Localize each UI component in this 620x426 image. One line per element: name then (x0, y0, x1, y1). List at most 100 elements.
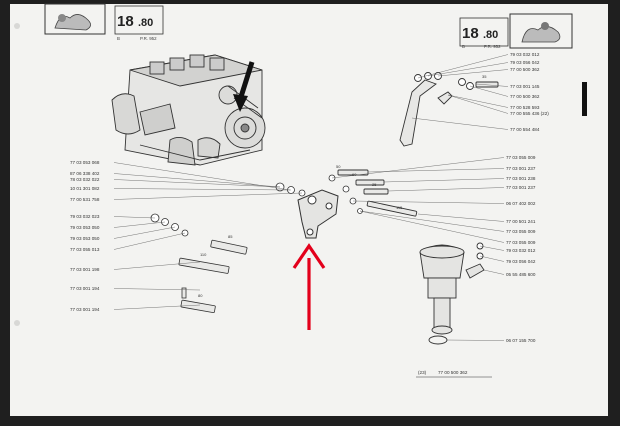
header-code-box (114, 5, 164, 35)
footer-reference: (23) 77 00 500 362 (416, 370, 492, 378)
leader-line (417, 54, 509, 79)
leader-line (475, 83, 509, 87)
leader-line (113, 261, 201, 270)
engine-thumbnail-icon (541, 22, 549, 30)
leader-line (445, 339, 505, 341)
engine-thumbnail-icon (521, 26, 561, 43)
leader-line (113, 288, 201, 291)
red-arrow-icon (292, 243, 326, 330)
leader-line (359, 210, 505, 243)
left-fasteners (150, 213, 248, 314)
left-part-number: 79 03 053 050 (70, 236, 100, 241)
left-part-number: 10 01 301 082 (70, 186, 100, 191)
header-code-box (459, 17, 509, 47)
binder-hole (14, 23, 20, 29)
header-left: 18 .80 B P.R. 952 (44, 3, 164, 41)
footer-ref: (23) (418, 370, 427, 375)
engine-thumbnail-icon (58, 14, 66, 22)
leader-line (359, 210, 505, 232)
section-tab (582, 82, 587, 116)
mid-right-part-number: 06 07 155 700 (506, 338, 536, 343)
top-right-part-number: 77 00 528 593 (510, 105, 540, 110)
leader-line (331, 157, 505, 179)
leader-line (113, 192, 303, 200)
header-thumbnail-box (44, 3, 106, 35)
left-part-number: 77 03 053 068 (70, 160, 100, 165)
top-right-part-number: 77 00 554 484 (510, 127, 540, 132)
top-right-part-number: 77 00 500 362 (510, 94, 540, 99)
leader-line (483, 269, 505, 275)
mid-right-part-number: 77 03 055 009 (506, 240, 536, 245)
leader-line (113, 188, 292, 191)
footer-number: 77 00 500 362 (438, 370, 468, 375)
dimension-label: 25 (372, 182, 377, 187)
leader-line (479, 245, 505, 251)
header-code-suffix: .80 (138, 17, 153, 29)
leader-line (113, 173, 281, 188)
header-code: 18 (462, 25, 479, 42)
leader-line (447, 94, 509, 108)
top-right-part-numbers: 79 03 032 012 79 03 056 042 77 00 500 362 7… (510, 52, 549, 132)
top-right-part-number: 79 03 032 012 (510, 52, 540, 57)
leader-line (113, 216, 156, 219)
binder-hole (14, 320, 20, 326)
left-part-number: 79 03 053 050 (70, 225, 100, 230)
dimension-label: 115 (396, 205, 403, 210)
dimension-label: 110 (200, 252, 207, 257)
top-right-part-number: 79 03 056 042 (510, 60, 540, 65)
leader-line (113, 162, 291, 191)
leader-line (383, 178, 505, 183)
leader-line (113, 232, 186, 250)
leader-line (113, 221, 166, 228)
header-sub-ref: P.R. 952 (484, 44, 501, 49)
leader-line (411, 117, 509, 130)
left-part-number: 78 03 032 022 (70, 177, 100, 182)
leader-line (387, 187, 505, 192)
engine-pointer-arrowhead (233, 94, 248, 112)
leader-line (113, 304, 201, 310)
header-right: 18 .80 B P.R. 952 (459, 13, 573, 49)
mid-right-part-number: 79 03 056 042 (506, 259, 536, 264)
mid-right-part-number: 77 00 501 241 (506, 219, 536, 224)
dimension-label: 60 (352, 172, 357, 177)
distributor-part (419, 242, 485, 345)
header-sub-ref: P.R. 952 (140, 36, 157, 41)
left-part-number: 77 03 055 013 (70, 247, 100, 252)
dimension-label: 80 (198, 293, 203, 298)
mid-right-part-number: 77 03 055 009 (506, 155, 536, 160)
leader-line (479, 255, 505, 262)
leader-line (437, 69, 509, 77)
leader-line (113, 179, 281, 188)
leader-line (113, 226, 176, 239)
left-part-number: 77 00 531 758 (70, 197, 100, 202)
dimension-label: 35 (482, 74, 487, 79)
leader-line (469, 85, 509, 97)
engine-pointer-arrow (237, 61, 255, 101)
mid-right-part-number: 77 03 001 237 (506, 166, 536, 171)
dimension-label: 85 (228, 234, 233, 239)
header-sub-letter: B (462, 44, 465, 49)
leader-line (367, 168, 505, 173)
dimension-labels: 35 50 60 25 115 85 110 80 (198, 74, 487, 298)
mid-right-part-number: 77 03 055 009 (506, 229, 536, 234)
leader-line (427, 62, 509, 77)
header-thumbnail-box (509, 13, 573, 49)
tensioner-rod (399, 72, 499, 147)
header-code: 18 (117, 13, 134, 30)
left-part-number: 87 06 338 402 (70, 171, 100, 176)
leader-line (417, 213, 505, 222)
left-part-number: 77 03 001 194 (70, 307, 100, 312)
mid-right-part-number: 79 03 032 012 (506, 248, 536, 253)
top-right-part-number: 77 00 555 436 (22) (510, 111, 549, 116)
top-right-part-number: 77 03 001 145 (510, 84, 540, 89)
dimension-label: 50 (336, 164, 341, 169)
header-sub-letter: B (117, 36, 120, 41)
leader-line (352, 200, 505, 204)
left-part-number: 77 03 001 198 (70, 267, 100, 272)
left-part-number: 79 03 032 023 (70, 214, 100, 219)
leader-line (447, 94, 509, 114)
mid-right-part-number: 05 55 485 600 (506, 272, 536, 277)
